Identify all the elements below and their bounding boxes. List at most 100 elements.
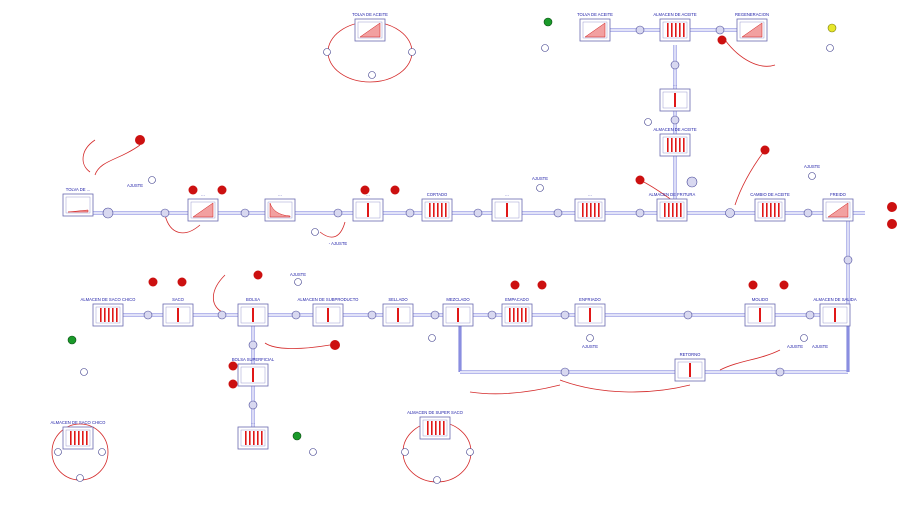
- valve[interactable]: [725, 208, 735, 218]
- block-almacen_saco[interactable]: ALMACEN DE SACO CHICO: [81, 297, 137, 327]
- ajuste-label: AJUSTE: [804, 164, 820, 169]
- block-label: FREIDO: [830, 192, 847, 197]
- block-label: ALMACEN DE ACEITE: [653, 127, 696, 132]
- block-label: ...: [251, 420, 255, 425]
- valve[interactable]: [333, 208, 343, 218]
- valve[interactable]: [367, 310, 377, 320]
- valve[interactable]: [487, 310, 497, 320]
- valve[interactable]: [248, 340, 258, 350]
- valves: [102, 25, 853, 410]
- block-tolva[interactable]: TOLVA DE ...: [62, 187, 94, 217]
- block-tolva_aceite[interactable]: TOLVA DE ACEITE: [577, 12, 613, 42]
- block-almacen_fritura[interactable]: ALMACEN DE FRITURA: [649, 192, 696, 222]
- block-label: TOLVA DE ...: [66, 187, 90, 192]
- valve[interactable]: [683, 310, 693, 320]
- valve[interactable]: [102, 207, 114, 219]
- valve[interactable]: [775, 367, 785, 377]
- block-label: ...: [673, 82, 677, 87]
- block-bolsa_s[interactable]: BOLSA SUPERFICIAL: [232, 357, 275, 387]
- valve[interactable]: [240, 208, 250, 218]
- second-flow-line: [100, 313, 850, 440]
- valve[interactable]: [670, 60, 680, 70]
- block-label: CORTADO: [427, 192, 448, 197]
- block-cortado[interactable]: CORTADO: [421, 192, 453, 222]
- valve[interactable]: [843, 255, 853, 265]
- block-enfriado[interactable]: ENFRIADO: [574, 297, 606, 327]
- valve[interactable]: [143, 310, 153, 320]
- block-label: MEZCLADO: [446, 297, 470, 302]
- valve[interactable]: [686, 176, 698, 188]
- block-label: ALMACEN DE SUBPRODUCTO: [298, 297, 360, 302]
- block-mezclado[interactable]: MEZCLADO: [442, 297, 474, 327]
- block-almacen_super[interactable]: ALMACEN DE SUPER SACO: [407, 410, 464, 440]
- valve[interactable]: [248, 400, 258, 410]
- main-flow-line: [80, 28, 865, 310]
- valve[interactable]: [430, 310, 440, 320]
- block-label: ALMACEN DE SUPER SACO: [407, 410, 464, 415]
- block-molido[interactable]: MOLIDO: [744, 297, 776, 327]
- block-label: ENFRIADO: [579, 297, 601, 302]
- valve[interactable]: [715, 25, 725, 35]
- ajuste-label: AJUSTE: [127, 183, 143, 188]
- block-almacen_aceite[interactable]: ALMACEN DE ACEITE: [653, 127, 697, 157]
- block-bolsa_s2[interactable]: ...: [237, 420, 269, 450]
- block-label: EMPACADO: [505, 297, 529, 302]
- block-label: MOLIDO: [752, 297, 769, 302]
- block-label: SELLADO: [388, 297, 408, 302]
- block-label: REGENERACION: [735, 12, 769, 17]
- valve[interactable]: [560, 310, 570, 320]
- block-tolva_top[interactable]: TOLVA DE ACEITE: [352, 12, 388, 42]
- ajuste-label: AJUSTE: [787, 344, 803, 349]
- block-almacen_salida[interactable]: ALMACEN DE SALIDA: [813, 297, 857, 327]
- block-label: ALMACEN DE SALIDA: [813, 297, 856, 302]
- valve[interactable]: [803, 208, 813, 218]
- valve[interactable]: [473, 208, 483, 218]
- block-sellado[interactable]: SELLADO: [382, 297, 414, 327]
- block-aceite_top[interactable]: ALMACEN DE ACEITE: [653, 12, 697, 42]
- block-bolsa[interactable]: BOLSA: [237, 297, 269, 327]
- block-almacen_saco2[interactable]: ALMACEN DE SACO CHICO: [51, 420, 107, 450]
- block-regeneracion[interactable]: REGENERACION: [735, 12, 769, 42]
- block-empacado[interactable]: EMPACADO: [501, 297, 533, 327]
- block-freido[interactable]: FREIDO: [822, 192, 854, 222]
- ajuste-label: AJUSTE: [532, 176, 548, 181]
- block-plastico[interactable]: ...: [187, 192, 219, 222]
- valve[interactable]: [291, 310, 301, 320]
- block-cambio[interactable]: CAMBIO DE ACEITE: [750, 192, 790, 222]
- valve[interactable]: [635, 208, 645, 218]
- block-pelado[interactable]: ...: [352, 192, 384, 222]
- block-tanque[interactable]: ...: [659, 82, 691, 112]
- block-fritura[interactable]: ...: [574, 192, 606, 222]
- valve[interactable]: [805, 310, 815, 320]
- block-label: ...: [278, 192, 282, 197]
- valve[interactable]: [670, 115, 680, 125]
- block-label: ALMACEN DE FRITURA: [649, 192, 696, 197]
- block-label: ...: [366, 192, 370, 197]
- block-label: ...: [588, 192, 592, 197]
- block-secado[interactable]: ...: [491, 192, 523, 222]
- block-almacen_sub[interactable]: ALMACEN DE SUBPRODUCTO: [298, 297, 360, 327]
- valve[interactable]: [635, 25, 645, 35]
- block-label: CAMBIO DE ACEITE: [750, 192, 790, 197]
- valve[interactable]: [217, 310, 227, 320]
- blocks-layer: TOLVA DE ............ CORTADO...... ALMACE…: [51, 12, 857, 450]
- block-label: BOLSA SUPERFICIAL: [232, 357, 275, 362]
- valve[interactable]: [553, 208, 563, 218]
- block-label: TOLVA DE ACEITE: [352, 12, 388, 17]
- valve[interactable]: [560, 367, 570, 377]
- valve[interactable]: [405, 208, 415, 218]
- block-label: ALMACEN DE SACO CHICO: [51, 420, 107, 425]
- block-precocido[interactable]: ...: [264, 192, 296, 222]
- block-label: ALMACEN DE ACEITE: [653, 12, 696, 17]
- ajuste-label: AJUSTE: [582, 344, 598, 349]
- block-label: ...: [505, 192, 509, 197]
- parameter-markers: [135, 35, 897, 389]
- ajuste-label: AJUSTE: [812, 344, 828, 349]
- block-label: RETORNO: [680, 352, 702, 357]
- block-retorno[interactable]: RETORNO: [674, 352, 706, 382]
- block-saco[interactable]: SACO: [162, 297, 194, 327]
- block-label: ...: [201, 192, 205, 197]
- valve[interactable]: [160, 208, 170, 218]
- aux-circles: [54, 17, 837, 484]
